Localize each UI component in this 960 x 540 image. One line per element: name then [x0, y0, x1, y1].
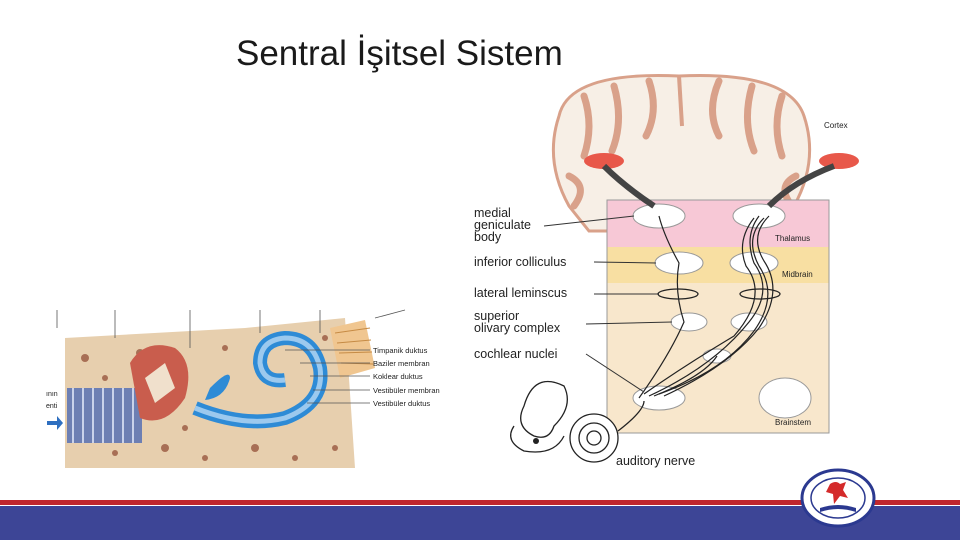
ear-label-4: Vestibüler membran: [373, 386, 440, 395]
left-cortex-nucleus: [584, 153, 624, 169]
brainstem-label: Brainstem: [775, 418, 811, 427]
ear-label-1: Timpanik duktus: [373, 346, 428, 355]
inferior-colliculus-label: inferior colliculus: [474, 255, 566, 269]
auditory-pathway-diagram: Cortex Thalamus Midbrain Brainstem media…: [474, 74, 859, 468]
slide-title: Sentral İşitsel Sistem: [236, 34, 563, 73]
ear-label-2: Baziler membran: [373, 359, 430, 368]
mgb-label-2: geniculate: [474, 218, 531, 232]
lateral-lemniscus-label: lateral leminscus: [474, 286, 567, 300]
cochlea-diagram: ının enti Timpanik duktus Baziler membra…: [45, 308, 460, 468]
superior-olivary-label-2: olivary complex: [474, 321, 561, 335]
superior-olivary-label-1: superior: [474, 309, 519, 323]
auditory-nerve-label: auditory nerve: [616, 454, 695, 468]
ear-label-3: Koklear duktus: [373, 372, 423, 381]
edge-text-1: ının: [46, 391, 58, 398]
university-logo-icon: [800, 468, 876, 528]
ear-label-5: Vestibüler duktus: [373, 399, 430, 408]
midbrain-band: [607, 247, 829, 283]
footer-band: [0, 506, 960, 540]
edge-text-2: enti: [46, 403, 58, 410]
midbrain-label: Midbrain: [782, 270, 813, 279]
mgb-label-1: medial: [474, 206, 511, 220]
mgb-label-3: body: [474, 230, 502, 244]
cochlear-nuclei-label: cochlear nuclei: [474, 347, 557, 361]
thalamus-label: Thalamus: [775, 234, 810, 243]
cortex-label: Cortex: [824, 121, 848, 130]
footer-accent-line: [0, 500, 960, 505]
